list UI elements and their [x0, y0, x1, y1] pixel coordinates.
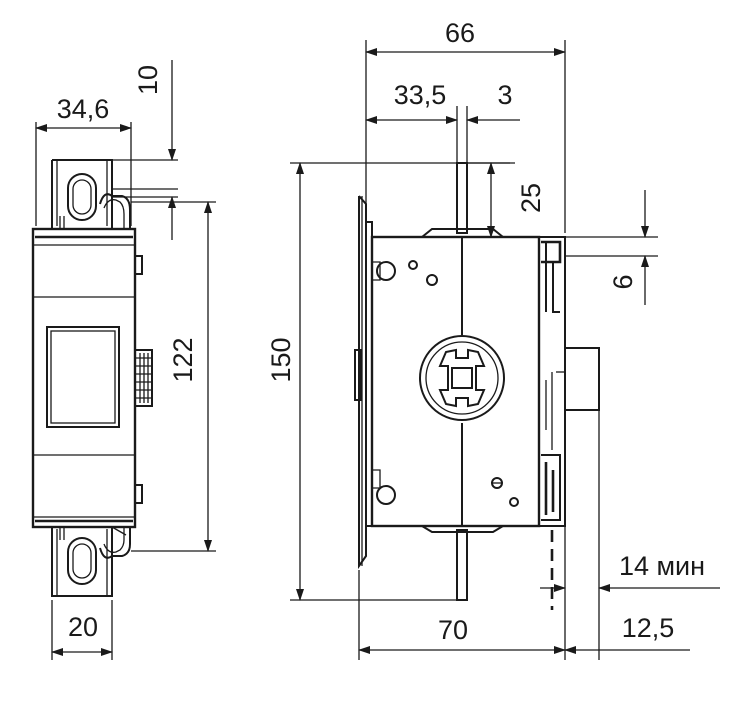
- dim-lug-width: 20: [51, 600, 113, 660]
- mounting-bracket: [354, 195, 373, 570]
- dim-label-shaft-thickness: 3: [497, 80, 512, 110]
- dim-side-width: 34,6: [35, 94, 132, 226]
- rotary-hub: [419, 335, 505, 421]
- dim-label-total-height: 150: [266, 337, 296, 382]
- dim-label-shaft-length: 25: [516, 183, 546, 213]
- dim-label-top-lug: 10: [133, 65, 163, 95]
- top-mounting-lug: [51, 159, 131, 228]
- dim-label-base-depth: 70: [438, 615, 468, 645]
- dim-label-knob-offset: 12,5: [622, 613, 675, 643]
- dim-top-lug: 10: [112, 60, 178, 240]
- dim-shaft-length: 25: [467, 162, 546, 238]
- dim-base-depth: 70: [358, 570, 566, 660]
- dim-knob-offset: 12,5: [564, 613, 690, 654]
- terminal-block: [538, 236, 566, 527]
- dim-total-depth: 66: [365, 18, 566, 233]
- dim-label-side-width: 34,6: [57, 94, 110, 124]
- front-view: 66 33,5 3 25 6 150: [266, 18, 720, 660]
- side-knob: [134, 349, 153, 407]
- housing: [370, 228, 541, 533]
- dim-min-clearance: 14 мин: [540, 410, 720, 660]
- dim-label-mount-offset: 33,5: [394, 80, 447, 110]
- bottom-mounting-lug: [51, 526, 131, 597]
- dim-label-step: 6: [608, 274, 638, 289]
- dim-total-height: 150: [266, 162, 510, 601]
- side-knob-block: [556, 347, 600, 411]
- switch-body: [31, 227, 143, 529]
- dim-label-side-height: 122: [168, 337, 198, 382]
- dim-mount-offset: 33,5: [365, 80, 468, 163]
- side-view: 34,6 10 122 20: [31, 60, 216, 660]
- dim-side-height: 122: [131, 201, 216, 552]
- dim-label-min-clearance: 14 мин: [619, 551, 705, 581]
- dim-step: 6: [565, 190, 658, 305]
- dim-label-total-depth: 66: [445, 18, 475, 48]
- dim-shaft-thickness: 3: [466, 80, 520, 124]
- dim-label-lug-width: 20: [68, 612, 98, 642]
